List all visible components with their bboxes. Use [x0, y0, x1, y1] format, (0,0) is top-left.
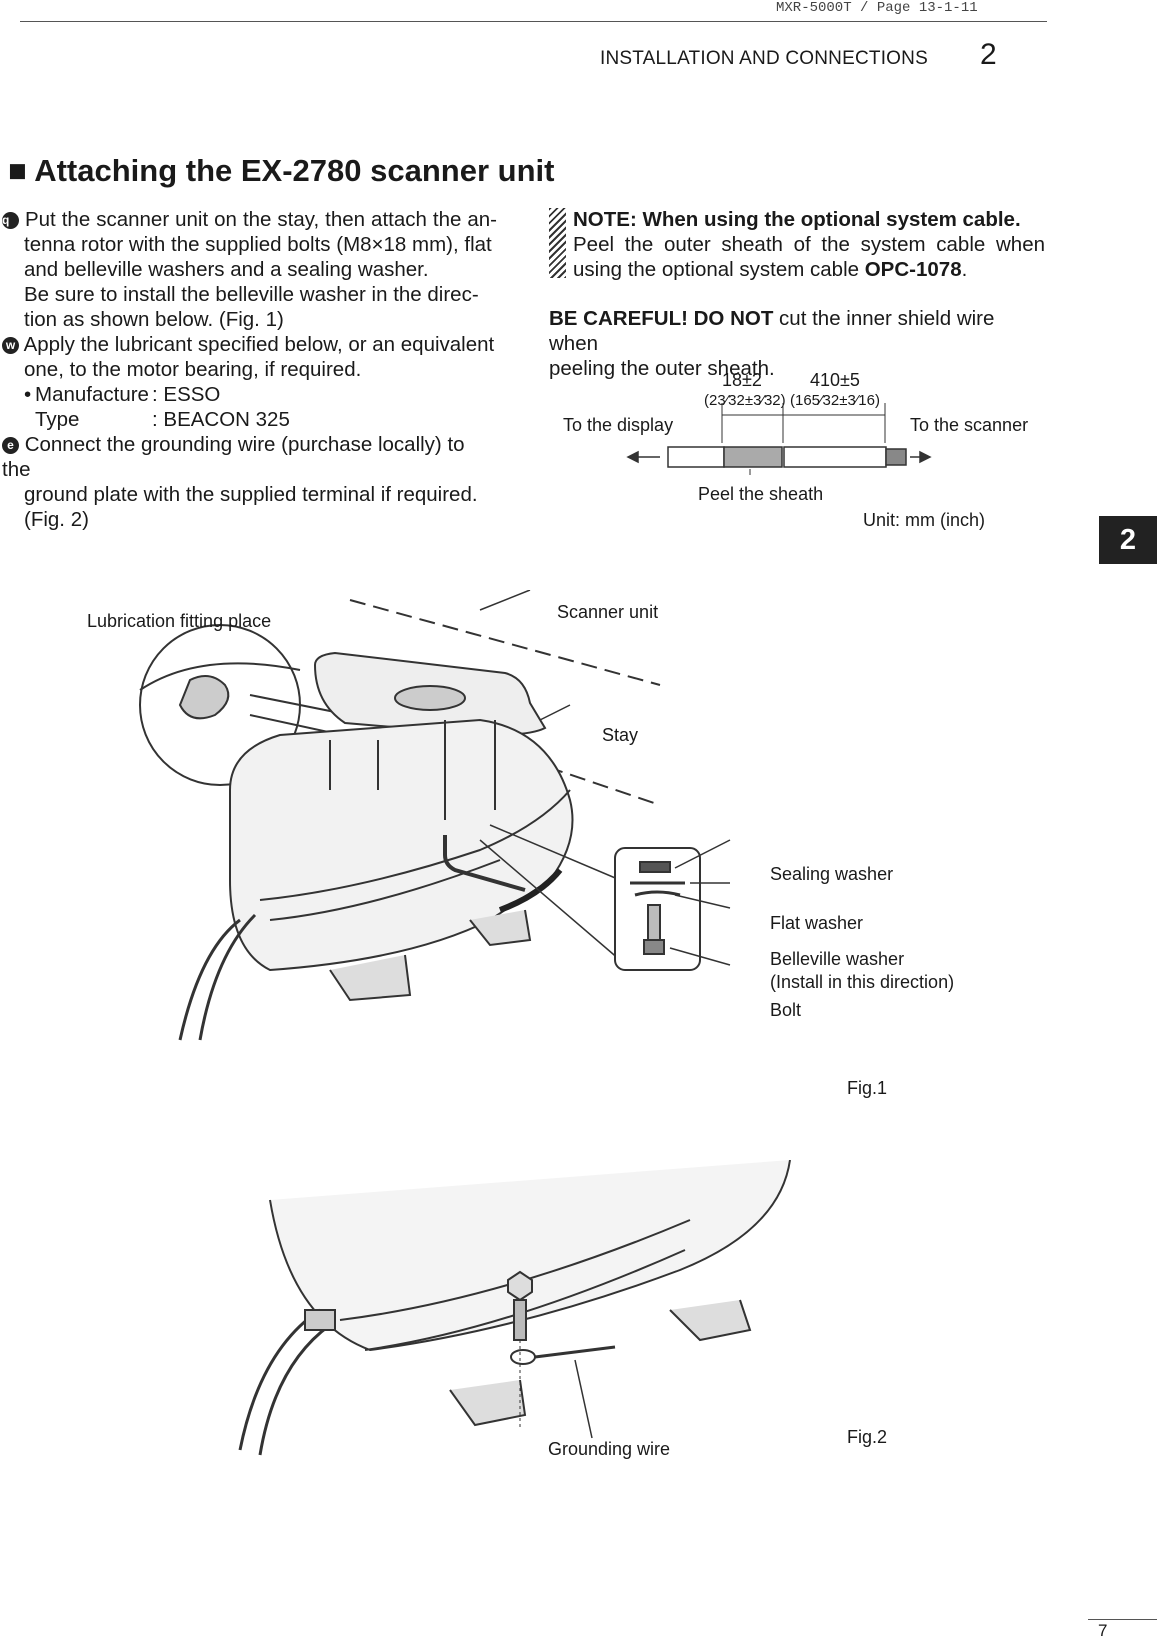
stay-label: Stay	[602, 725, 639, 745]
lubricant-row: • Manufacture : ESSO	[24, 382, 220, 407]
to-display-label: To the display	[563, 415, 674, 435]
step-3-line: (Fig. 2)	[24, 508, 89, 531]
section-title: INSTALLATION AND CONNECTIONS	[600, 48, 928, 69]
figure-2-caption: Fig.2	[847, 1427, 888, 1447]
lubricant-row: Type : BEACON 325	[24, 407, 290, 432]
step-1-line: tion as shown below. (Fig. 1)	[24, 308, 284, 331]
heading-square-icon: ■	[8, 153, 27, 188]
flat-washer-label: Flat washer	[770, 913, 864, 933]
caution-bold: BE CAREFUL! DO NOT	[549, 307, 774, 330]
heading-text: Attaching the EX-2780 scanner unit	[34, 153, 555, 188]
note-text: using the optional system cable	[573, 258, 865, 281]
scanner-installation-illustration	[139, 590, 731, 1041]
section-heading: ■ Attaching the EX-2780 scanner unit	[8, 153, 554, 189]
header-rule	[20, 21, 1047, 22]
note-line: using the optional system cable OPC-1078…	[573, 257, 1045, 282]
step-3: e Connect the grounding wire (purchase l…	[2, 432, 497, 532]
lubricant-value: : ESSO	[152, 383, 221, 406]
scanner-unit-label: Scanner unit	[557, 602, 659, 622]
step-3-line: ground plate with the supplied terminal …	[24, 483, 478, 506]
step-1-line: and belleville washers and a sealing was…	[24, 258, 429, 281]
chapter-tab-label: 2	[1119, 524, 1137, 556]
page-number: 7	[1098, 1621, 1108, 1640]
note: NOTE: When using the optional system cab…	[573, 207, 1045, 282]
note-hatch-icon	[549, 208, 566, 278]
caution-text: peeling the outer sheath.	[549, 357, 775, 380]
unit-label: Unit: mm (inch)	[863, 510, 986, 530]
lubricant-key: Type	[35, 408, 80, 431]
cable-diagram	[626, 403, 932, 475]
step-3-line: Connect the grounding wire (purchase loc…	[2, 433, 465, 481]
lubrication-fitting-label: Lubrication fitting place	[87, 611, 272, 631]
bullet: •	[24, 383, 32, 406]
figure-1-caption: Fig.1	[847, 1078, 888, 1098]
document-reference: MXR-5000T / Page 13-1-11	[776, 0, 978, 16]
caution: BE CAREFUL! DO NOT cut the inner shield …	[549, 306, 1045, 381]
step-1-line: tenna rotor with the supplied bolts (M8×…	[24, 233, 492, 256]
caution-text: cut the inner shield wire when	[549, 307, 995, 355]
note-line: Peel the outer sheath of the system cabl…	[573, 233, 1045, 256]
bolt-label: Bolt	[770, 1000, 802, 1020]
dimension-2-inch: (165⁄32±3⁄16)	[790, 392, 880, 409]
install-direction-label: (Install in this direction)	[770, 972, 955, 992]
step-1-line: Be sure to install the belleville washer…	[24, 283, 479, 306]
step-1-marker: q	[2, 212, 19, 229]
lubricant-value: : BEACON 325	[152, 408, 290, 431]
step-1-line: Put the scanner unit on the stay, then a…	[24, 208, 497, 231]
note-end: .	[961, 258, 968, 281]
step-1: q Put the scanner unit on the stay, then…	[2, 207, 497, 332]
grounding-illustration	[238, 1160, 791, 1456]
cable-part-number: OPC-1078	[864, 258, 962, 281]
dimension-2: 410±5	[810, 370, 860, 390]
grounding-wire-label: Grounding wire	[548, 1439, 671, 1459]
belleville-washer-label: Belleville washer	[770, 949, 905, 969]
sealing-washer-label: Sealing washer	[770, 864, 894, 884]
lubricant-spec: • Manufacture : ESSO Type : BEACON 325	[24, 382, 290, 432]
step-2-marker: w	[2, 337, 19, 354]
dimension-1-inch: (23⁄32±3⁄32)	[704, 392, 786, 409]
dimension-1: 18±2	[722, 370, 762, 390]
footer-rule	[1088, 1619, 1157, 1620]
chapter-number: 2	[980, 38, 997, 71]
lubricant-key: Manufacture	[35, 383, 149, 406]
peel-sheath-label: Peel the sheath	[698, 484, 824, 504]
step-2-line: Apply the lubricant specified below, or …	[23, 333, 495, 356]
to-scanner-label: To the scanner	[910, 415, 1029, 435]
chapter-tab: 2	[1099, 516, 1157, 564]
step-3-marker: e	[2, 437, 19, 454]
note-title: NOTE: When using the optional system cab…	[573, 208, 1021, 231]
step-2-line: one, to the motor bearing, if required.	[24, 358, 362, 381]
step-2: w Apply the lubricant specified below, o…	[2, 332, 497, 382]
